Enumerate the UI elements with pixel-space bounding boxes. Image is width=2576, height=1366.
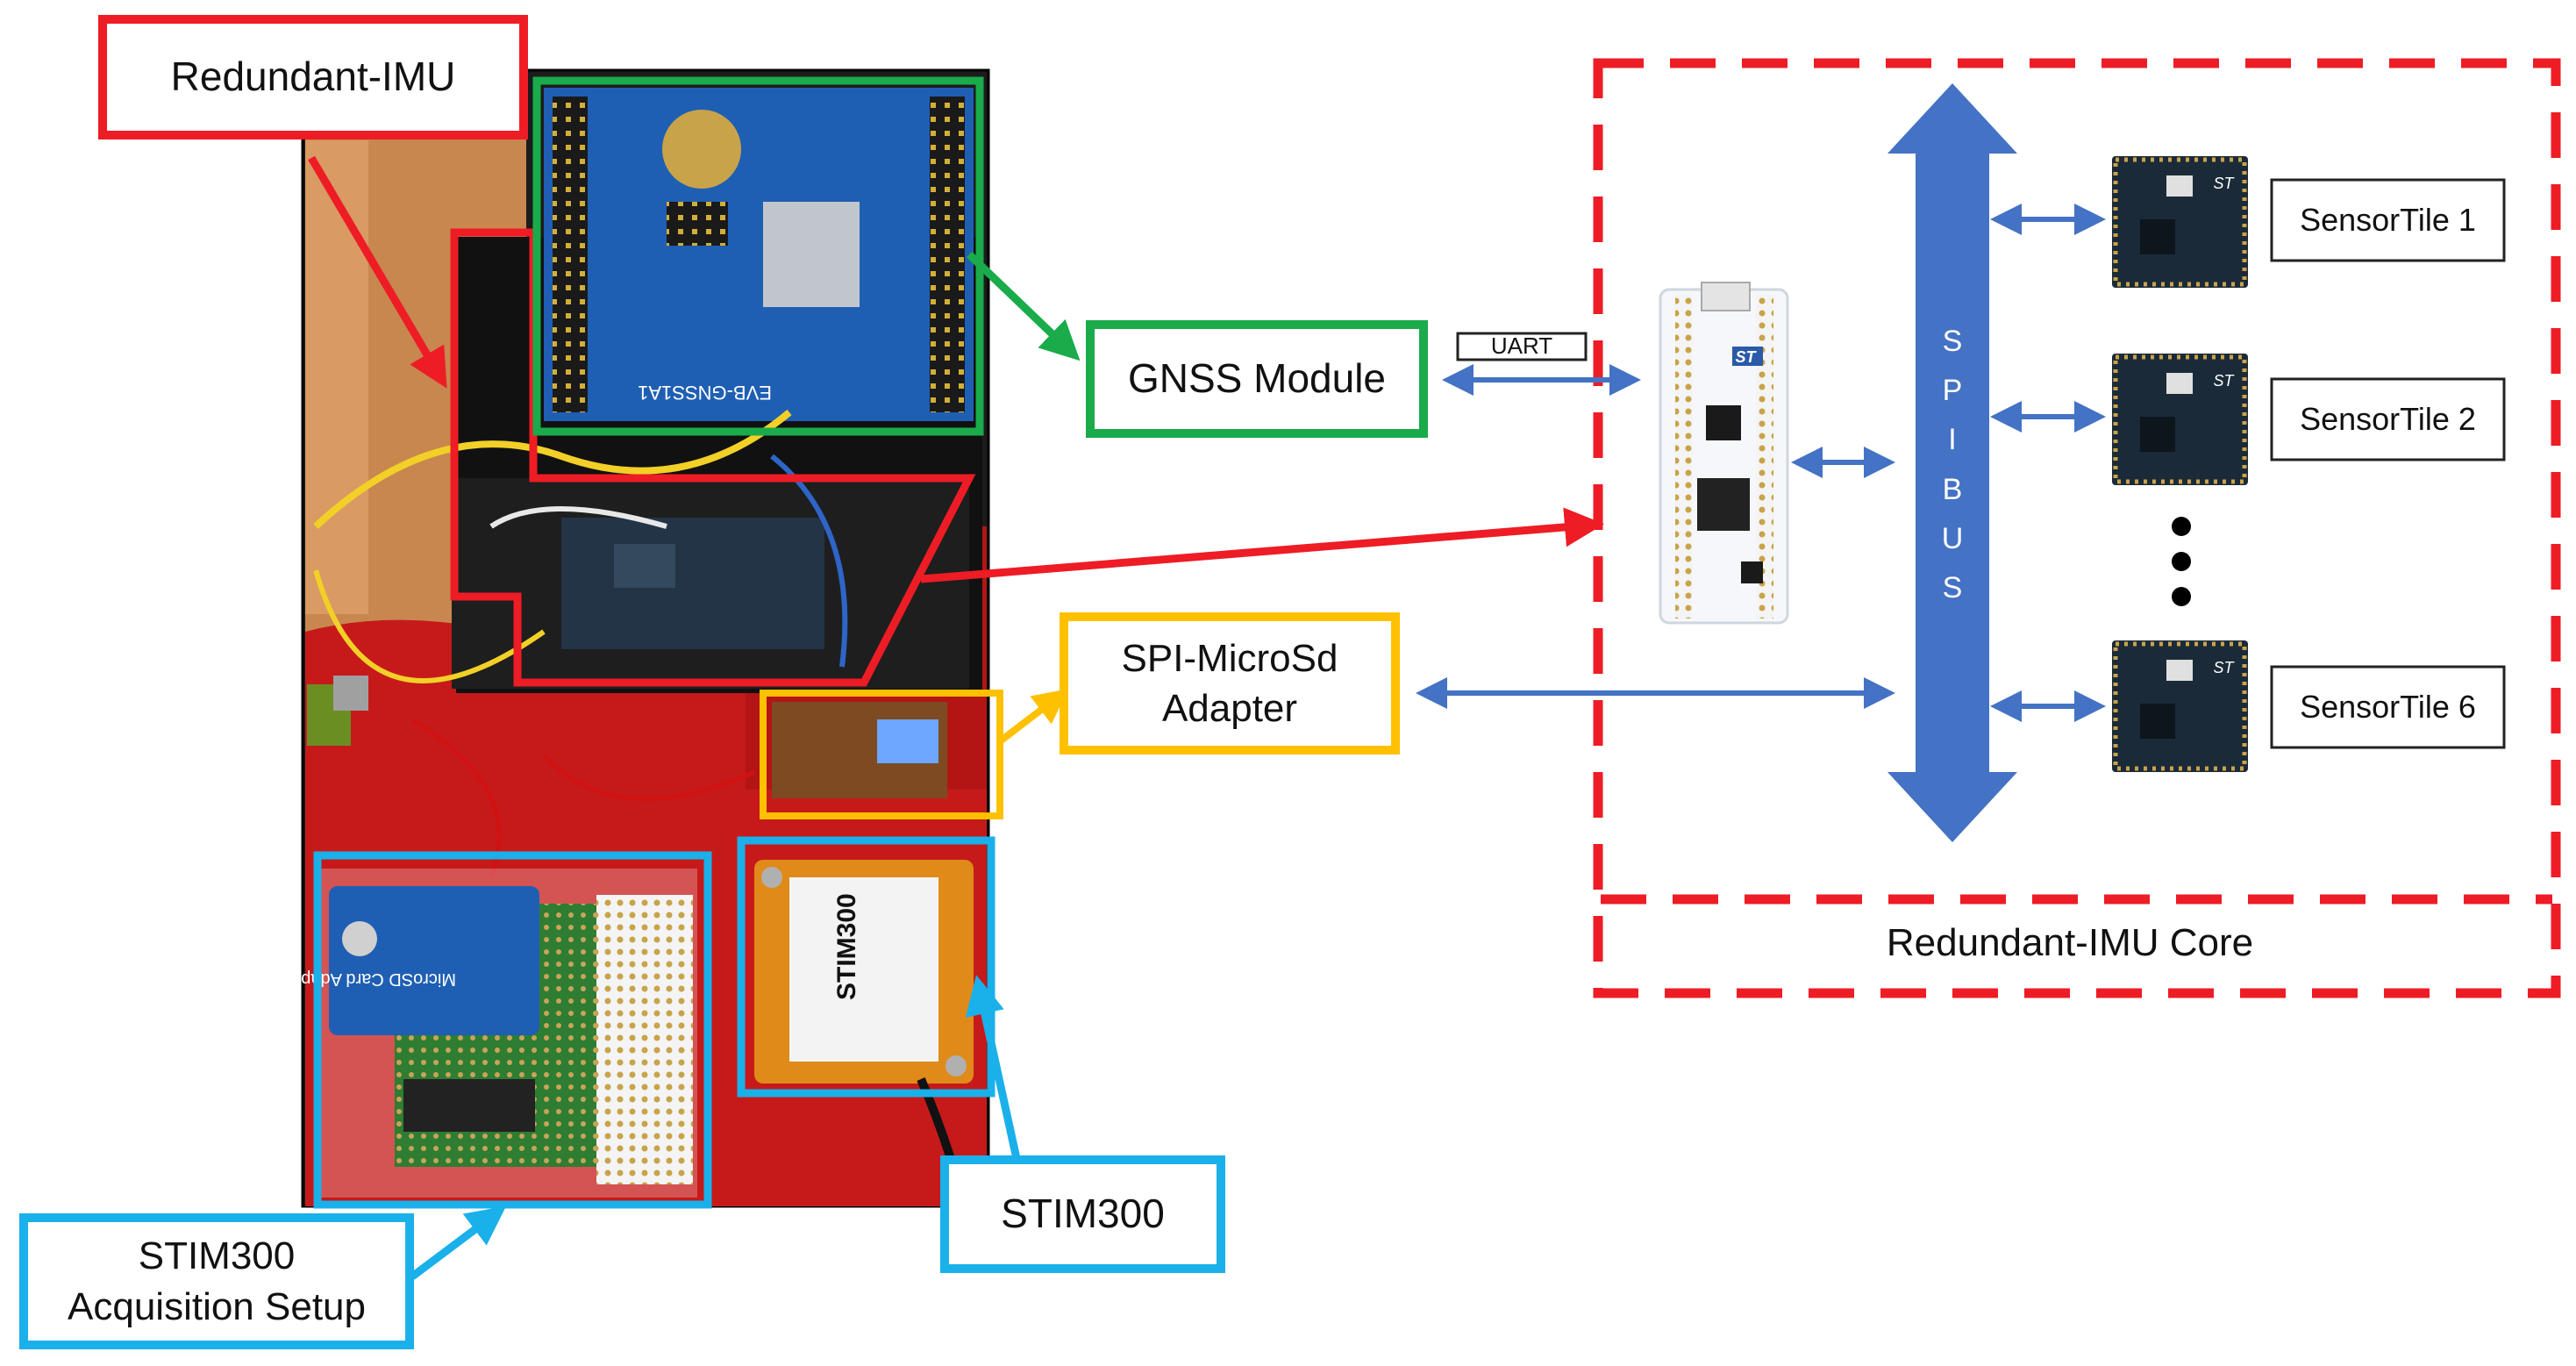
sensortile-1-label: SensorTile 1 — [2275, 183, 2501, 257]
stim-acq-callout-arrow — [410, 1205, 507, 1280]
tile-6-logo: ST — [2213, 659, 2235, 676]
hardware-photo: EVB-GNSS1A1 MicroSD Card Adapter STIM300 — [281, 68, 990, 1208]
imu-to-core-arrow — [920, 507, 1604, 583]
sd-adapter-marking: MicroSD Card Adapter — [281, 969, 456, 989]
spi-bus-letter: I — [1948, 423, 1957, 457]
gnss-module-label: GNSS Module — [1099, 333, 1415, 425]
sensortile-2-board: ST — [2112, 354, 2248, 485]
stim-marking: STIM300 — [832, 893, 861, 1000]
nucleo-logo: ST — [1735, 348, 1757, 366]
spi-bus-letter: S — [1942, 325, 1963, 358]
gnss-board-marking: EVB-GNSS1A1 — [638, 382, 772, 404]
sd-adapter-highlight — [760, 690, 1003, 819]
spi-bus-letter: P — [1942, 374, 1963, 408]
spi-bus-letter: B — [1942, 472, 1963, 506]
ellipsis-dot — [2172, 587, 2191, 606]
nucleo-board: ST — [1659, 282, 1789, 625]
spi-bus-letter: U — [1941, 521, 1964, 555]
sensortile-6-board: ST — [2112, 640, 2248, 772]
sd-callout-arrow — [997, 689, 1069, 745]
spi-bus-label: S P I B U S — [1926, 325, 1979, 605]
spi-microsd-label: SPI-MicroSd Adapter — [1073, 626, 1387, 741]
spi-bus-arrow — [1887, 83, 2017, 842]
stim300-acquisition-label: STIM300 Acquisition Setup — [32, 1227, 401, 1336]
gnss-highlight — [532, 76, 984, 436]
gnss-callout-arrow — [966, 251, 1081, 361]
tile-1-logo: ST — [2213, 175, 2235, 192]
sensortile-2-label: SensorTile 2 — [2275, 383, 2501, 456]
stim-acq-highlight — [313, 851, 712, 1209]
stim-callout-arrow — [965, 975, 1022, 1163]
spi-bus-letter: S — [1942, 570, 1963, 604]
stim-highlight — [737, 836, 995, 1098]
ellipsis-dot — [2172, 552, 2191, 571]
sensortile-6-label: SensorTile 6 — [2275, 670, 2501, 744]
core-dashed-border — [1593, 58, 2561, 998]
tile-2-logo: ST — [2213, 372, 2235, 390]
uart-label: UART — [1490, 333, 1553, 360]
redundant-imu-label: Redundant-IMU — [111, 28, 515, 126]
redundant-imu-callout-arrow — [308, 155, 447, 389]
sensortile-1-board: ST — [2112, 156, 2248, 288]
ellipsis-dot — [2172, 517, 2191, 536]
core-title-label: Redundant-IMU Core — [1886, 921, 2254, 965]
stim300-label: STIM300 — [953, 1169, 1212, 1260]
